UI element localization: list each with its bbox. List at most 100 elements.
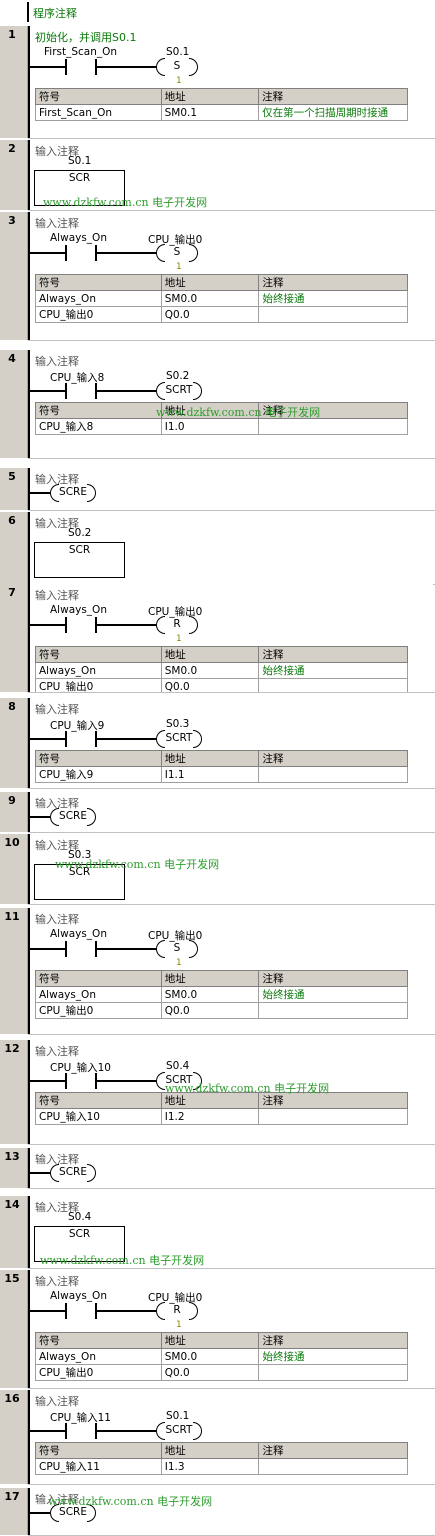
output-coil[interactable]: SCRT <box>156 1422 202 1440</box>
network-gutter[interactable]: 16 <box>0 1390 28 1484</box>
scre-coil[interactable]: SCRE <box>50 1164 96 1182</box>
network-gutter[interactable]: 14 <box>0 1196 28 1268</box>
network-gutter[interactable]: 7 <box>0 584 28 692</box>
network-comment[interactable]: 输入注释 <box>35 517 79 530</box>
contact[interactable] <box>65 244 97 262</box>
network-gutter[interactable]: 17 <box>0 1488 28 1535</box>
network-comment[interactable]: 初始化，并调用S0.1 <box>35 31 137 44</box>
network-gutter[interactable]: 4 <box>0 350 28 458</box>
contact-left-bar <box>65 1423 67 1439</box>
network-comment[interactable]: 输入注释 <box>35 1201 79 1214</box>
rung-wire <box>96 1430 156 1432</box>
network-gutter[interactable]: 11 <box>0 908 28 1034</box>
network-gutter[interactable]: 6 <box>0 512 28 584</box>
watermark-url: www.dzkfw.com.cn <box>55 858 161 871</box>
network-comment[interactable]: 输入注释 <box>35 1153 79 1166</box>
contact-label: CPU_输入11 <box>50 1412 111 1424</box>
rung-wire <box>30 1310 65 1312</box>
network-comment[interactable]: 输入注释 <box>35 797 79 810</box>
header-symbol: 符号 <box>35 1092 162 1109</box>
network-comment[interactable]: 输入注释 <box>35 589 79 602</box>
network-gutter[interactable]: 15 <box>0 1270 28 1388</box>
header-note: 注释 <box>258 970 408 987</box>
contact[interactable] <box>65 940 97 958</box>
network-gutter[interactable]: 9 <box>0 792 28 832</box>
note-cell <box>258 1002 408 1019</box>
rung-wire <box>96 738 156 740</box>
scre-coil[interactable]: SCRE <box>50 484 96 502</box>
watermark: www.dzkfw.com.cn 电子开发网 <box>55 856 219 872</box>
network-comment[interactable]: 输入注释 <box>35 703 79 716</box>
network-gutter[interactable]: 2 <box>0 140 28 210</box>
coil-target: CPU_输出0 <box>148 234 203 246</box>
network-comment[interactable]: 输入注释 <box>35 1395 79 1408</box>
output-coil[interactable]: SCRT <box>156 1072 202 1090</box>
network-gutter[interactable]: 5 <box>0 468 28 510</box>
network-gutter[interactable]: 12 <box>0 1040 28 1144</box>
network-separator <box>28 1188 435 1189</box>
contact[interactable] <box>65 58 97 76</box>
contact[interactable] <box>65 1302 97 1320</box>
network-comment[interactable]: 输入注释 <box>35 913 79 926</box>
network-comment[interactable]: 输入注释 <box>35 473 79 486</box>
network-comment[interactable]: 输入注释 <box>35 1045 79 1058</box>
output-coil[interactable]: R <box>156 1302 198 1320</box>
network-gutter[interactable]: 3 <box>0 212 28 340</box>
network-gutter[interactable]: 1 <box>0 26 28 138</box>
network-comment[interactable]: 输入注释 <box>35 1275 79 1288</box>
symbol-cell: First_Scan_On <box>35 104 162 121</box>
scre-coil[interactable]: SCRE <box>50 1504 96 1522</box>
contact[interactable] <box>65 616 97 634</box>
scr-box[interactable]: SCR <box>34 542 125 578</box>
network-gutter[interactable]: 8 <box>0 698 28 788</box>
output-coil[interactable]: SCRT <box>156 730 202 748</box>
network-gutter[interactable]: 13 <box>0 1148 28 1188</box>
coil-type: SCRE <box>59 810 87 822</box>
network-comment[interactable]: 输入注释 <box>35 355 79 368</box>
header-address: 地址 <box>160 750 260 767</box>
network-gutter[interactable]: 10 <box>0 834 28 904</box>
output-coil[interactable]: S <box>156 244 198 262</box>
scr-box[interactable]: SCR <box>34 170 125 206</box>
output-coil[interactable]: S <box>156 58 198 76</box>
scr-box[interactable]: SCR <box>34 1226 125 1262</box>
header-symbol: 符号 <box>35 970 162 987</box>
network-comment[interactable]: 输入注释 <box>35 145 79 158</box>
network-number: 5 <box>8 470 16 483</box>
output-coil[interactable]: S <box>156 940 198 958</box>
symbol-table-header: 符号地址注释 <box>35 1332 408 1349</box>
network-comment[interactable]: 输入注释 <box>35 217 79 230</box>
network-number: 11 <box>4 910 20 923</box>
scr-box[interactable]: SCR <box>34 864 125 900</box>
symbol-cell: Always_On <box>35 986 162 1003</box>
output-coil[interactable]: SCRT <box>156 382 202 400</box>
output-coil[interactable]: R <box>156 616 198 634</box>
network-comment[interactable]: 输入注释 <box>35 1493 79 1506</box>
scre-coil[interactable]: SCRE <box>50 808 96 826</box>
coil-type: S <box>173 246 181 258</box>
network-comment[interactable]: 输入注释 <box>35 839 79 852</box>
symbol-cell: Always_On <box>35 1348 162 1365</box>
program-comment[interactable]: 程序注释 <box>33 7 77 20</box>
address-cell: Q0.0 <box>160 678 260 692</box>
program-comment-bar[interactable]: 程序注释 <box>0 0 435 24</box>
